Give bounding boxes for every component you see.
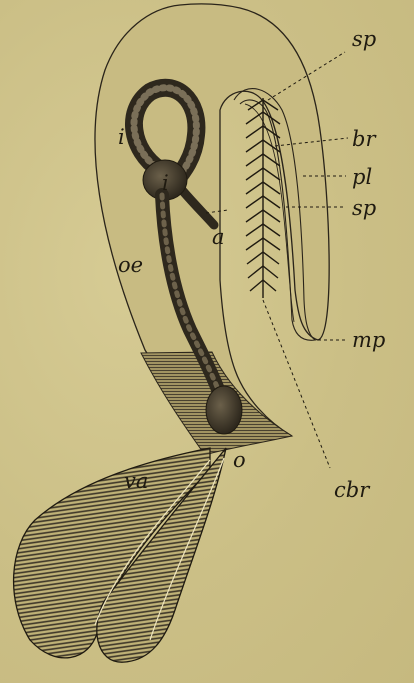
label-sp-top: sp [352, 27, 376, 51]
label-o: o [233, 448, 246, 472]
label-i-lower: i [162, 171, 169, 195]
mouth-bulb [206, 386, 242, 434]
label-sp-mid: sp [352, 196, 376, 220]
label-oe: oe [118, 253, 143, 277]
label-pl: pl [352, 165, 372, 189]
label-i-upper: i [118, 125, 125, 149]
label-a: a [212, 225, 225, 249]
label-br: br [352, 127, 377, 151]
label-va: va [124, 469, 148, 493]
label-cbr: cbr [334, 478, 371, 502]
label-mp: mp [352, 328, 385, 352]
